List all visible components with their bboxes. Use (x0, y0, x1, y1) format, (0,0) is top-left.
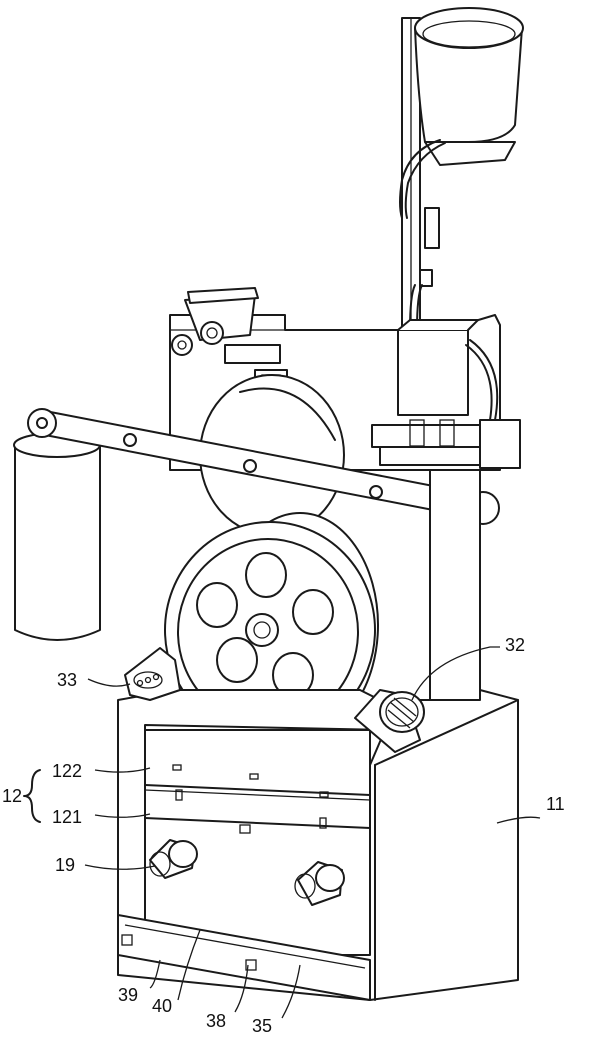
left-bracket (124, 647, 181, 701)
leader-lines (23, 646, 541, 1019)
label-40: 40 (152, 996, 172, 1016)
clamp-assembly (371, 419, 521, 469)
label-19: 19 (55, 855, 75, 875)
label-11: 11 (546, 794, 565, 814)
label-121: 121 (52, 807, 82, 827)
left-cylinder (13, 432, 101, 641)
nozzle-right (294, 861, 345, 906)
label-35: 35 (252, 1016, 272, 1036)
label-33: 33 (57, 670, 77, 690)
bottom-drawer (117, 914, 371, 1001)
motor-box (397, 319, 499, 451)
labels: 11 12 122 121 19 32 33 39 40 38 35 (2, 635, 565, 1036)
top-trough (171, 287, 288, 393)
main-wheel (164, 512, 379, 739)
nozzle-left (149, 839, 198, 879)
label-39: 39 (118, 985, 138, 1005)
feed-tube (399, 139, 446, 331)
label-12: 12 (2, 786, 22, 806)
side-panel (429, 469, 481, 701)
label-32: 32 (505, 635, 525, 655)
fan-grille (354, 689, 425, 753)
hopper-cup (414, 7, 524, 166)
label-122: 122 (52, 761, 82, 781)
label-38: 38 (206, 1011, 226, 1031)
